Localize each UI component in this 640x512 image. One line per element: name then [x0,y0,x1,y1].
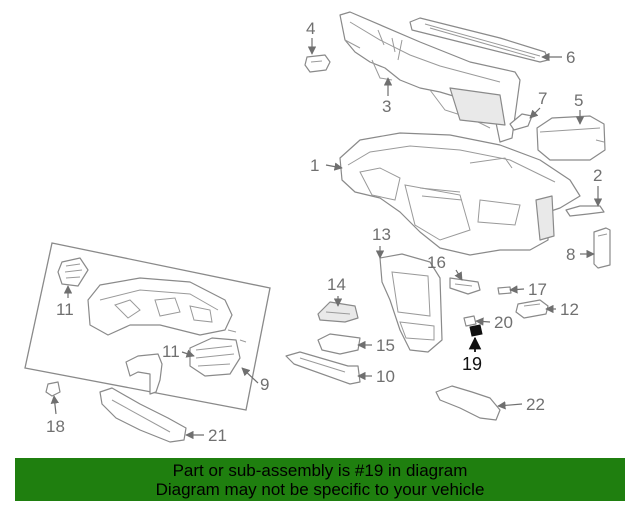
callout-12: 12 [560,300,579,319]
callout-14: 14 [327,275,346,294]
part-7-speaker-grille [509,113,533,131]
callout-8: 8 [566,245,575,264]
callout-5: 5 [574,91,583,110]
callout-15: 15 [376,336,395,355]
callout-16: 16 [427,253,446,272]
callout-10: 10 [376,367,395,386]
part-13-center-bezel [379,253,443,353]
callout-1: 1 [310,156,319,175]
callout-13: 13 [372,225,391,244]
part-20-clip [463,315,477,327]
part-8-side-panel [593,227,611,269]
part-16-bracket [449,277,481,295]
part-10-knee-bolster [285,351,361,385]
callout-9: 9 [260,375,269,394]
part-14-pocket [317,301,359,323]
callout-17: 17 [528,280,547,299]
callout-22: 22 [526,395,545,414]
callout-3: 3 [382,97,391,116]
callout-19: 19 [462,354,482,374]
banner-line-disclaimer: Diagram may not be specific to your vehi… [155,479,485,499]
part-4-bracket [304,54,331,73]
callout-21: 21 [208,426,227,445]
banner-line-part: Part or sub-assembly is #19 in diagram [172,460,468,480]
callout-11-inset-center: 11 [162,342,180,361]
part-1-instrument-panel [339,132,581,256]
part-19-fastener [469,324,483,337]
callout-11-inset-vent: 11 [56,300,74,319]
callout-2: 2 [593,166,602,185]
part-21-column-cover [99,387,187,443]
part-3-dash-frame [339,11,521,143]
callout-20: 20 [494,313,513,332]
part-9-cluster-bezel-inset [24,242,271,411]
callout-labels: 4 3 6 7 5 1 2 8 13 16 17 12 20 19 14 15 … [46,19,602,445]
part-5-airbag-module [536,115,606,161]
part-18-fastener [45,381,61,397]
callout-7: 7 [538,89,547,108]
callout-6: 6 [566,48,575,67]
leader-lines [50,38,603,440]
callout-18: 18 [46,417,65,436]
part-info-banner: Part or sub-assembly is #19 in diagram D… [15,458,625,501]
part-12-switch [515,299,549,319]
part-22-lower-trim [435,385,501,421]
part-15-bin [317,333,361,355]
callout-4: 4 [306,19,315,38]
part-2-bracket [565,205,605,217]
part-17-clip [497,286,512,295]
